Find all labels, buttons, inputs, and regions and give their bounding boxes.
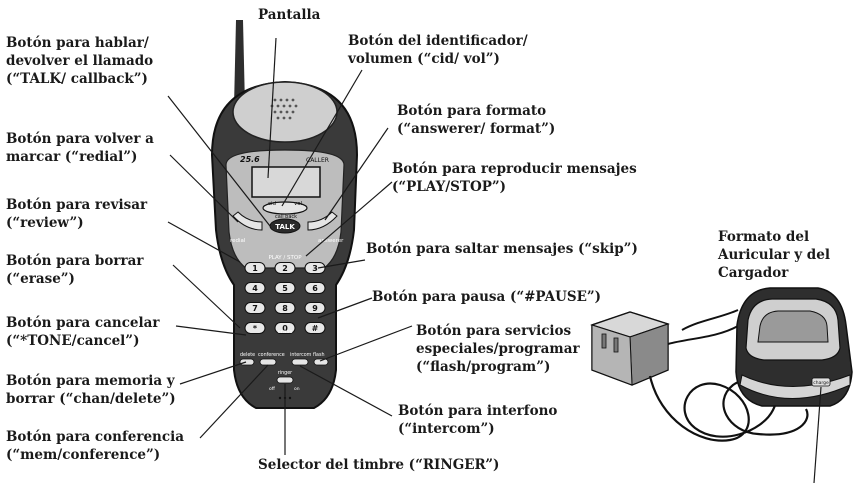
- leader-cancel: [175, 325, 247, 336]
- keypad-key-4[interactable]: 4: [244, 282, 266, 294]
- keypad-key-label: 1: [252, 264, 258, 273]
- redial-mark: redial: [230, 238, 246, 244]
- label-cancel: Botón para cancelar(“*TONE/cancel”): [6, 315, 160, 349]
- leader-pause: [317, 297, 373, 319]
- keypad-key-label: 5: [282, 284, 288, 293]
- cid-mark: cid: [268, 201, 276, 207]
- keypad-key-label: 4: [252, 284, 258, 293]
- keypad-key-2[interactable]: 2: [274, 262, 296, 274]
- label-mem-conference: Botón para conferencia(“mem/conference”): [6, 429, 184, 463]
- charge-indicator: [811, 377, 831, 387]
- leader-cid: [281, 69, 363, 207]
- charger-set: charge: [590, 287, 853, 442]
- keypad-key-9[interactable]: 9: [304, 302, 326, 314]
- keypad-key-label: 8: [282, 304, 288, 313]
- brand-logo: 25.6: [240, 155, 260, 164]
- label-review: Botón para revisar(“review”): [6, 197, 148, 231]
- ringer-mark: ringer: [278, 370, 292, 376]
- leader-play: [305, 181, 393, 257]
- conference-mark: conference: [258, 352, 285, 358]
- charge-mark: charge: [813, 380, 829, 386]
- flash-button[interactable]: [313, 358, 329, 366]
- label-intercom: Botón para interfono(“intercom”): [398, 403, 558, 437]
- leader-skip: [317, 259, 366, 269]
- leader-pantalla: [267, 37, 277, 179]
- keypad-key-label: #: [312, 324, 319, 333]
- power-cord: [648, 375, 809, 442]
- label-cid-vol: Botón del identificador/volumen (“cid/ v…: [348, 33, 528, 67]
- leader-lines: [167, 37, 822, 483]
- leader-chan: [179, 361, 247, 385]
- cord-segment: [667, 325, 739, 345]
- label-skip: Botón para saltar mensajes (“skip”): [366, 241, 638, 257]
- keypad-key-1[interactable]: 1: [244, 262, 266, 274]
- leader-talk: [167, 95, 271, 227]
- label-talk: Botón para hablar/devolver el llamado(“T…: [6, 35, 154, 87]
- mem-conference-button[interactable]: [259, 358, 277, 366]
- label-ringer: Selector del timbre (“RINGER”): [258, 457, 500, 473]
- callback-mark: call back: [275, 214, 297, 220]
- play-stop-mark: PLAY / STOP: [268, 255, 302, 261]
- vol-mark: vol: [294, 201, 303, 207]
- keypad-key-0[interactable]: 0: [274, 322, 296, 334]
- leader-format: [324, 127, 389, 221]
- keypad-key-label: 9: [312, 304, 318, 313]
- keypad-key-8[interactable]: 8: [274, 302, 296, 314]
- cradle-well: [757, 310, 829, 343]
- leader-erase: [172, 264, 241, 329]
- keypad-key-star[interactable]: *: [244, 322, 266, 334]
- keypad-key-label: 7: [252, 304, 258, 313]
- intercom-mark: intercom: [290, 352, 312, 358]
- label-pause: Botón para pausa (“#PAUSE”): [372, 289, 602, 305]
- keypad-key-5[interactable]: 5: [274, 282, 296, 294]
- charger-front: [739, 374, 851, 399]
- callerid-mark: CALLER: [306, 157, 329, 164]
- ringer-switch[interactable]: [276, 376, 294, 384]
- keypad-key-label: *: [253, 324, 258, 333]
- keypad-key-6[interactable]: 6: [304, 282, 326, 294]
- prong: [613, 337, 619, 353]
- leader-flash: [319, 325, 413, 362]
- keypad-key-pound[interactable]: #: [304, 322, 326, 334]
- intercom-button[interactable]: [291, 358, 309, 366]
- keypad-key-7[interactable]: 7: [244, 302, 266, 314]
- answerer-mark: answerer: [318, 238, 344, 244]
- display-screen: [251, 166, 321, 198]
- keypad-key-label: 2: [282, 264, 288, 273]
- keypad: 1 2 3 4 5 6 7 8 9 * 0 #: [244, 262, 326, 334]
- speaker-holes: [270, 98, 298, 120]
- erase-mark: erase: [277, 329, 293, 335]
- label-format: Botón para formato(“answerer/ format”): [397, 103, 556, 137]
- label-erase: Botón para borrar(“erase”): [6, 253, 144, 287]
- leader-mem: [199, 364, 269, 439]
- cord-segment: [681, 309, 739, 331]
- leader-review: [167, 221, 241, 263]
- delete-mark: delete: [240, 352, 255, 358]
- ringer-off-mark: off: [269, 386, 276, 392]
- leader-intercom: [299, 365, 393, 417]
- keypad-key-label: 3: [312, 264, 318, 273]
- keypad-key-label: 6: [312, 284, 318, 293]
- leader-charge: [813, 386, 822, 483]
- handset: 25.6 CALLER cid vol redial answerer call…: [210, 20, 359, 409]
- ringer-on-mark: on: [294, 387, 300, 392]
- label-pantalla: Pantalla: [258, 7, 321, 23]
- prong: [601, 333, 607, 349]
- keypad-key-3[interactable]: 3: [304, 262, 326, 274]
- chan-delete-button[interactable]: [239, 358, 255, 366]
- redial-button[interactable]: [232, 211, 263, 231]
- keypad-key-label: 0: [282, 324, 288, 333]
- leader-redial: [169, 154, 239, 223]
- earpiece: [232, 81, 338, 143]
- flash-mark: flash: [313, 352, 325, 358]
- talk-mark: TALK: [275, 223, 295, 231]
- label-play-stop: Botón para reproducir mensajes(“PLAY/STO…: [392, 161, 637, 195]
